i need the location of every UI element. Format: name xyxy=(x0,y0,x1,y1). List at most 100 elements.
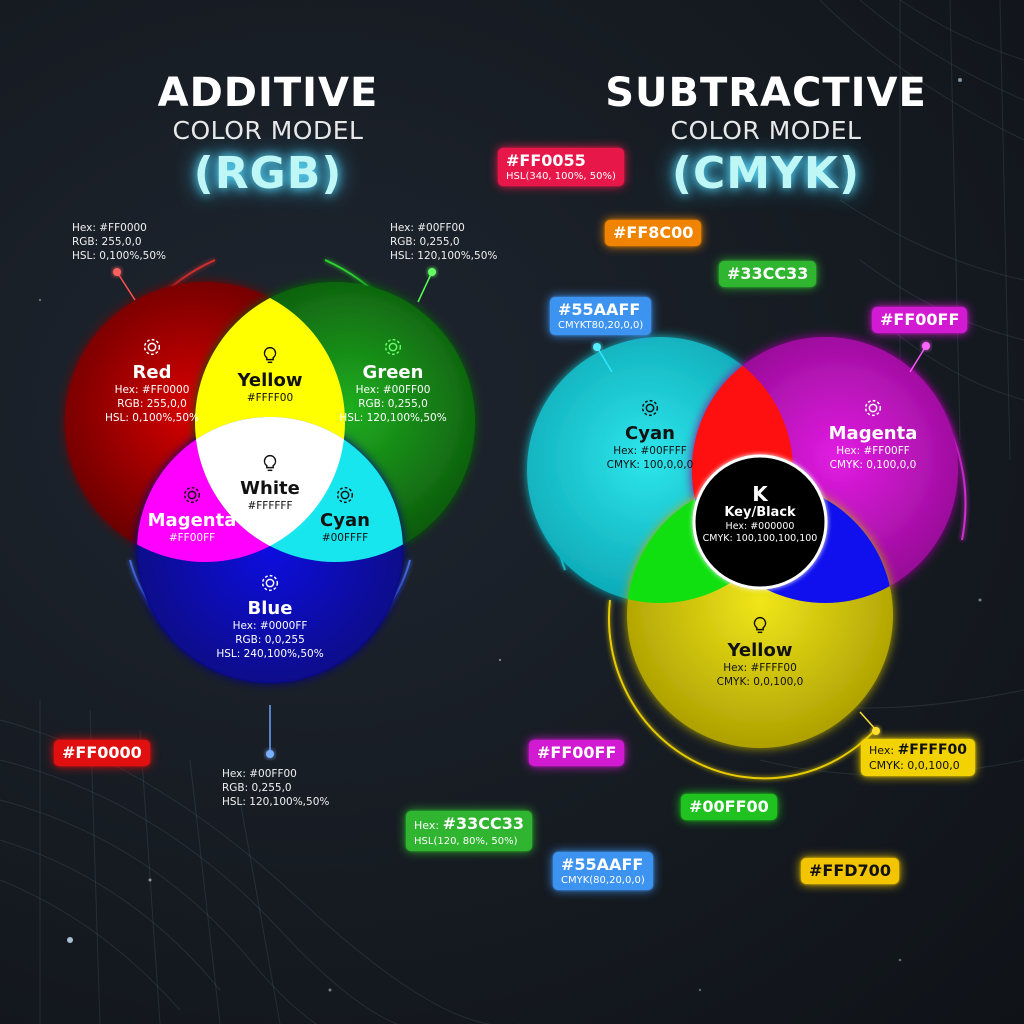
label-cmyk-cyan-name: Cyan xyxy=(625,423,675,444)
swatch-ffd700: #FFD700 xyxy=(801,858,899,884)
label-red: Red Hex: #FF0000 RGB: 255,0,0 HSL: 0,100… xyxy=(102,336,202,425)
swatch-ff00ff-top-hex: #FF00FF xyxy=(880,310,960,329)
swatch-ffff00-cmyk: CMYK: 0,0,100,0 xyxy=(869,759,960,772)
swatch-ff0055-hsl: HSL(340, 100%, 50%) xyxy=(506,171,616,182)
label-cmyk-magenta-name: Magenta xyxy=(828,423,918,444)
label-cyan-name: Cyan xyxy=(320,510,370,531)
label-cmyk-yellow: Yellow Hex: #FFFF00 CMYK: 0,0,100,0 xyxy=(700,614,820,689)
swatch-33cc33-top: #33CC33 xyxy=(719,261,817,287)
label-green-rgb: RGB: 0,255,0 xyxy=(358,398,428,410)
swatch-ff0055-hex: #FF0055 xyxy=(506,151,586,170)
label-green-hex: Hex: #00FF00 xyxy=(355,384,431,396)
white-glow xyxy=(230,450,310,530)
gear-icon xyxy=(336,486,354,504)
swatch-33cc33-bottom-hsl: HSL(120, 80%, 50%) xyxy=(414,836,518,847)
lightbulb-icon xyxy=(753,616,767,634)
swatch-33cc33-top-hex: #33CC33 xyxy=(727,264,809,283)
swatch-55aaff-bottom-cmyk: CMYK(80,20,0,0) xyxy=(561,875,645,886)
swatch-00ff00: #00FF00 xyxy=(681,794,777,820)
gear-icon xyxy=(143,338,161,356)
title-additive-abbr: (RGB) xyxy=(193,148,343,199)
callout-red-rgb: RGB: 255,0,0 xyxy=(72,236,142,248)
callout-dot-magenta xyxy=(922,342,930,350)
gear-icon xyxy=(261,574,279,592)
callout-dot-green xyxy=(428,268,436,276)
label-cmyk-cyan-cmyk: CMYK: 100,0,0,0 xyxy=(606,459,694,471)
swatch-ff0000: #FF0000 xyxy=(54,740,150,766)
label-cmyk-cyan-hex: Hex: #00FFFF xyxy=(613,445,687,457)
swatch-ffff00-hex: #FFFF00 xyxy=(897,742,968,758)
callout-line-cyan xyxy=(596,346,613,373)
label-cmyk-magenta-hex: Hex: #FF00FF xyxy=(836,445,910,457)
label-magenta: Magenta #FF00FF xyxy=(142,484,242,545)
label-cmyk-yellow-hex: Hex: #FFFF00 xyxy=(723,662,797,674)
label-cyan: Cyan #00FFFF xyxy=(300,484,390,545)
label-red-name: Red xyxy=(132,362,172,383)
callout-green: Hex: #00FF00 RGB: 0,255,0 HSL: 120,100%,… xyxy=(390,221,497,263)
label-white: White #FFFFFF xyxy=(220,452,320,513)
callout-dot-blue xyxy=(266,750,274,758)
swatch-55aaff-bottom-hex: #55AAFF xyxy=(561,855,644,874)
callout-green-hsl: HSL: 120,100%,50% xyxy=(390,250,498,262)
swatch-ff8c00: #FF8C00 xyxy=(605,220,702,246)
label-blue-name: Blue xyxy=(247,598,293,619)
callout-dot-red xyxy=(113,268,121,276)
title-subtractive-line2: COLOR MODEL xyxy=(670,116,862,145)
callout-blue: Hex: #00FF00 RGB: 0,255,0 HSL: 120,100%,… xyxy=(222,767,329,809)
callout-red: Hex: #FF0000 RGB: 255,0,0 HSL: 0,100%,50… xyxy=(72,221,166,263)
label-yellow-name: Yellow xyxy=(237,370,303,391)
swatch-ffd700-hex: #FFD700 xyxy=(809,861,891,880)
label-red-hex: Hex: #FF0000 xyxy=(114,384,190,396)
stars xyxy=(38,78,982,992)
gear-icon xyxy=(183,486,201,504)
circle-key-black xyxy=(692,454,828,590)
title-additive-line2: COLOR MODEL xyxy=(172,116,364,145)
label-green-name: Green xyxy=(362,362,424,383)
label-blue-rgb: RGB: 0,0,255 xyxy=(235,634,305,646)
gear-icon xyxy=(384,338,402,356)
cmyk-venn xyxy=(527,337,967,780)
swatch-ff0000-hex: #FF0000 xyxy=(62,743,142,762)
callout-dot-cyan xyxy=(593,343,601,351)
swatch-ff0055: #FF0055 HSL(340, 100%, 50%) xyxy=(498,148,624,186)
label-cmyk-key-letter: K xyxy=(752,482,768,506)
label-yellow-hex: #FFFF00 xyxy=(246,392,294,404)
title-subtractive-line1: SUBTRACTIVE xyxy=(605,70,927,116)
label-cmyk-magenta: Magenta Hex: #FF00FF CMYK: 0,100,0,0 xyxy=(818,397,928,472)
swatch-33cc33-bottom: Hex: #33CC33 HSL(120, 80%, 50%) xyxy=(406,811,532,851)
callout-green-hex: Hex: #00FF00 xyxy=(390,222,465,234)
label-magenta-hex: #FF00FF xyxy=(168,532,216,544)
label-cmyk-key-hex: Hex: #000000 xyxy=(725,521,795,532)
callout-blue-hsl: HSL: 120,100%,50% xyxy=(222,796,330,808)
swatch-ff00ff-bottom: #FF00FF xyxy=(529,740,625,766)
swatch-ff00ff-bottom-hex: #FF00FF xyxy=(537,743,617,762)
swatch-55aaff-top-cmyk: CMYKT80,20,0,0) xyxy=(558,320,644,331)
callout-red-hsl: HSL: 0,100%,50% xyxy=(72,250,166,262)
title-additive-line1: ADDITIVE xyxy=(157,70,379,116)
swatch-33cc33-bottom-hex: #33CC33 xyxy=(442,814,524,833)
label-green: Green Hex: #00FF00 RGB: 0,255,0 HSL: 120… xyxy=(338,336,448,425)
swatch-ff8c00-hex: #FF8C00 xyxy=(613,223,694,242)
label-cmyk-yellow-name: Yellow xyxy=(727,640,793,661)
title-additive: ADDITIVE COLOR MODEL (RGB) xyxy=(88,70,448,202)
label-cmyk-key: K Key/Black Hex: #000000 CMYK: 100,100,1… xyxy=(700,484,820,545)
label-cmyk-magenta-cmyk: CMYK: 0,100,0,0 xyxy=(829,459,917,471)
callout-dot-yellow xyxy=(872,727,880,735)
swatch-55aaff-top-hex: #55AAFF xyxy=(558,300,641,319)
label-green-hsl: HSL: 120,100%,50% xyxy=(339,412,447,424)
title-subtractive-abbr: (CMYK) xyxy=(671,148,861,199)
label-cyan-hex: #00FFFF xyxy=(321,532,369,544)
overlap-green xyxy=(627,482,793,603)
label-white-name: White xyxy=(240,478,300,499)
gear-icon xyxy=(641,399,659,417)
title-subtractive: SUBTRACTIVE COLOR MODEL (CMYK) xyxy=(586,70,946,202)
label-white-hex: #FFFFFF xyxy=(247,500,293,512)
label-magenta-name: Magenta xyxy=(147,510,237,531)
swatch-55aaff-bottom: #55AAFF CMYK(80,20,0,0) xyxy=(553,852,653,890)
swatch-55aaff-top: #55AAFF CMYKT80,20,0,0) xyxy=(550,297,652,335)
swatch-ffff00-callout: Hex: #FFFF00 CMYK: 0,0,100,0 xyxy=(861,739,976,776)
callout-blue-rgb: RGB: 0,255,0 xyxy=(222,782,292,794)
swatch-ffff00-prefix: Hex: xyxy=(869,744,898,757)
label-red-hsl: HSL: 0,100%,50% xyxy=(105,412,199,424)
label-cmyk-cyan: Cyan Hex: #00FFFF CMYK: 100,0,0,0 xyxy=(600,397,700,472)
